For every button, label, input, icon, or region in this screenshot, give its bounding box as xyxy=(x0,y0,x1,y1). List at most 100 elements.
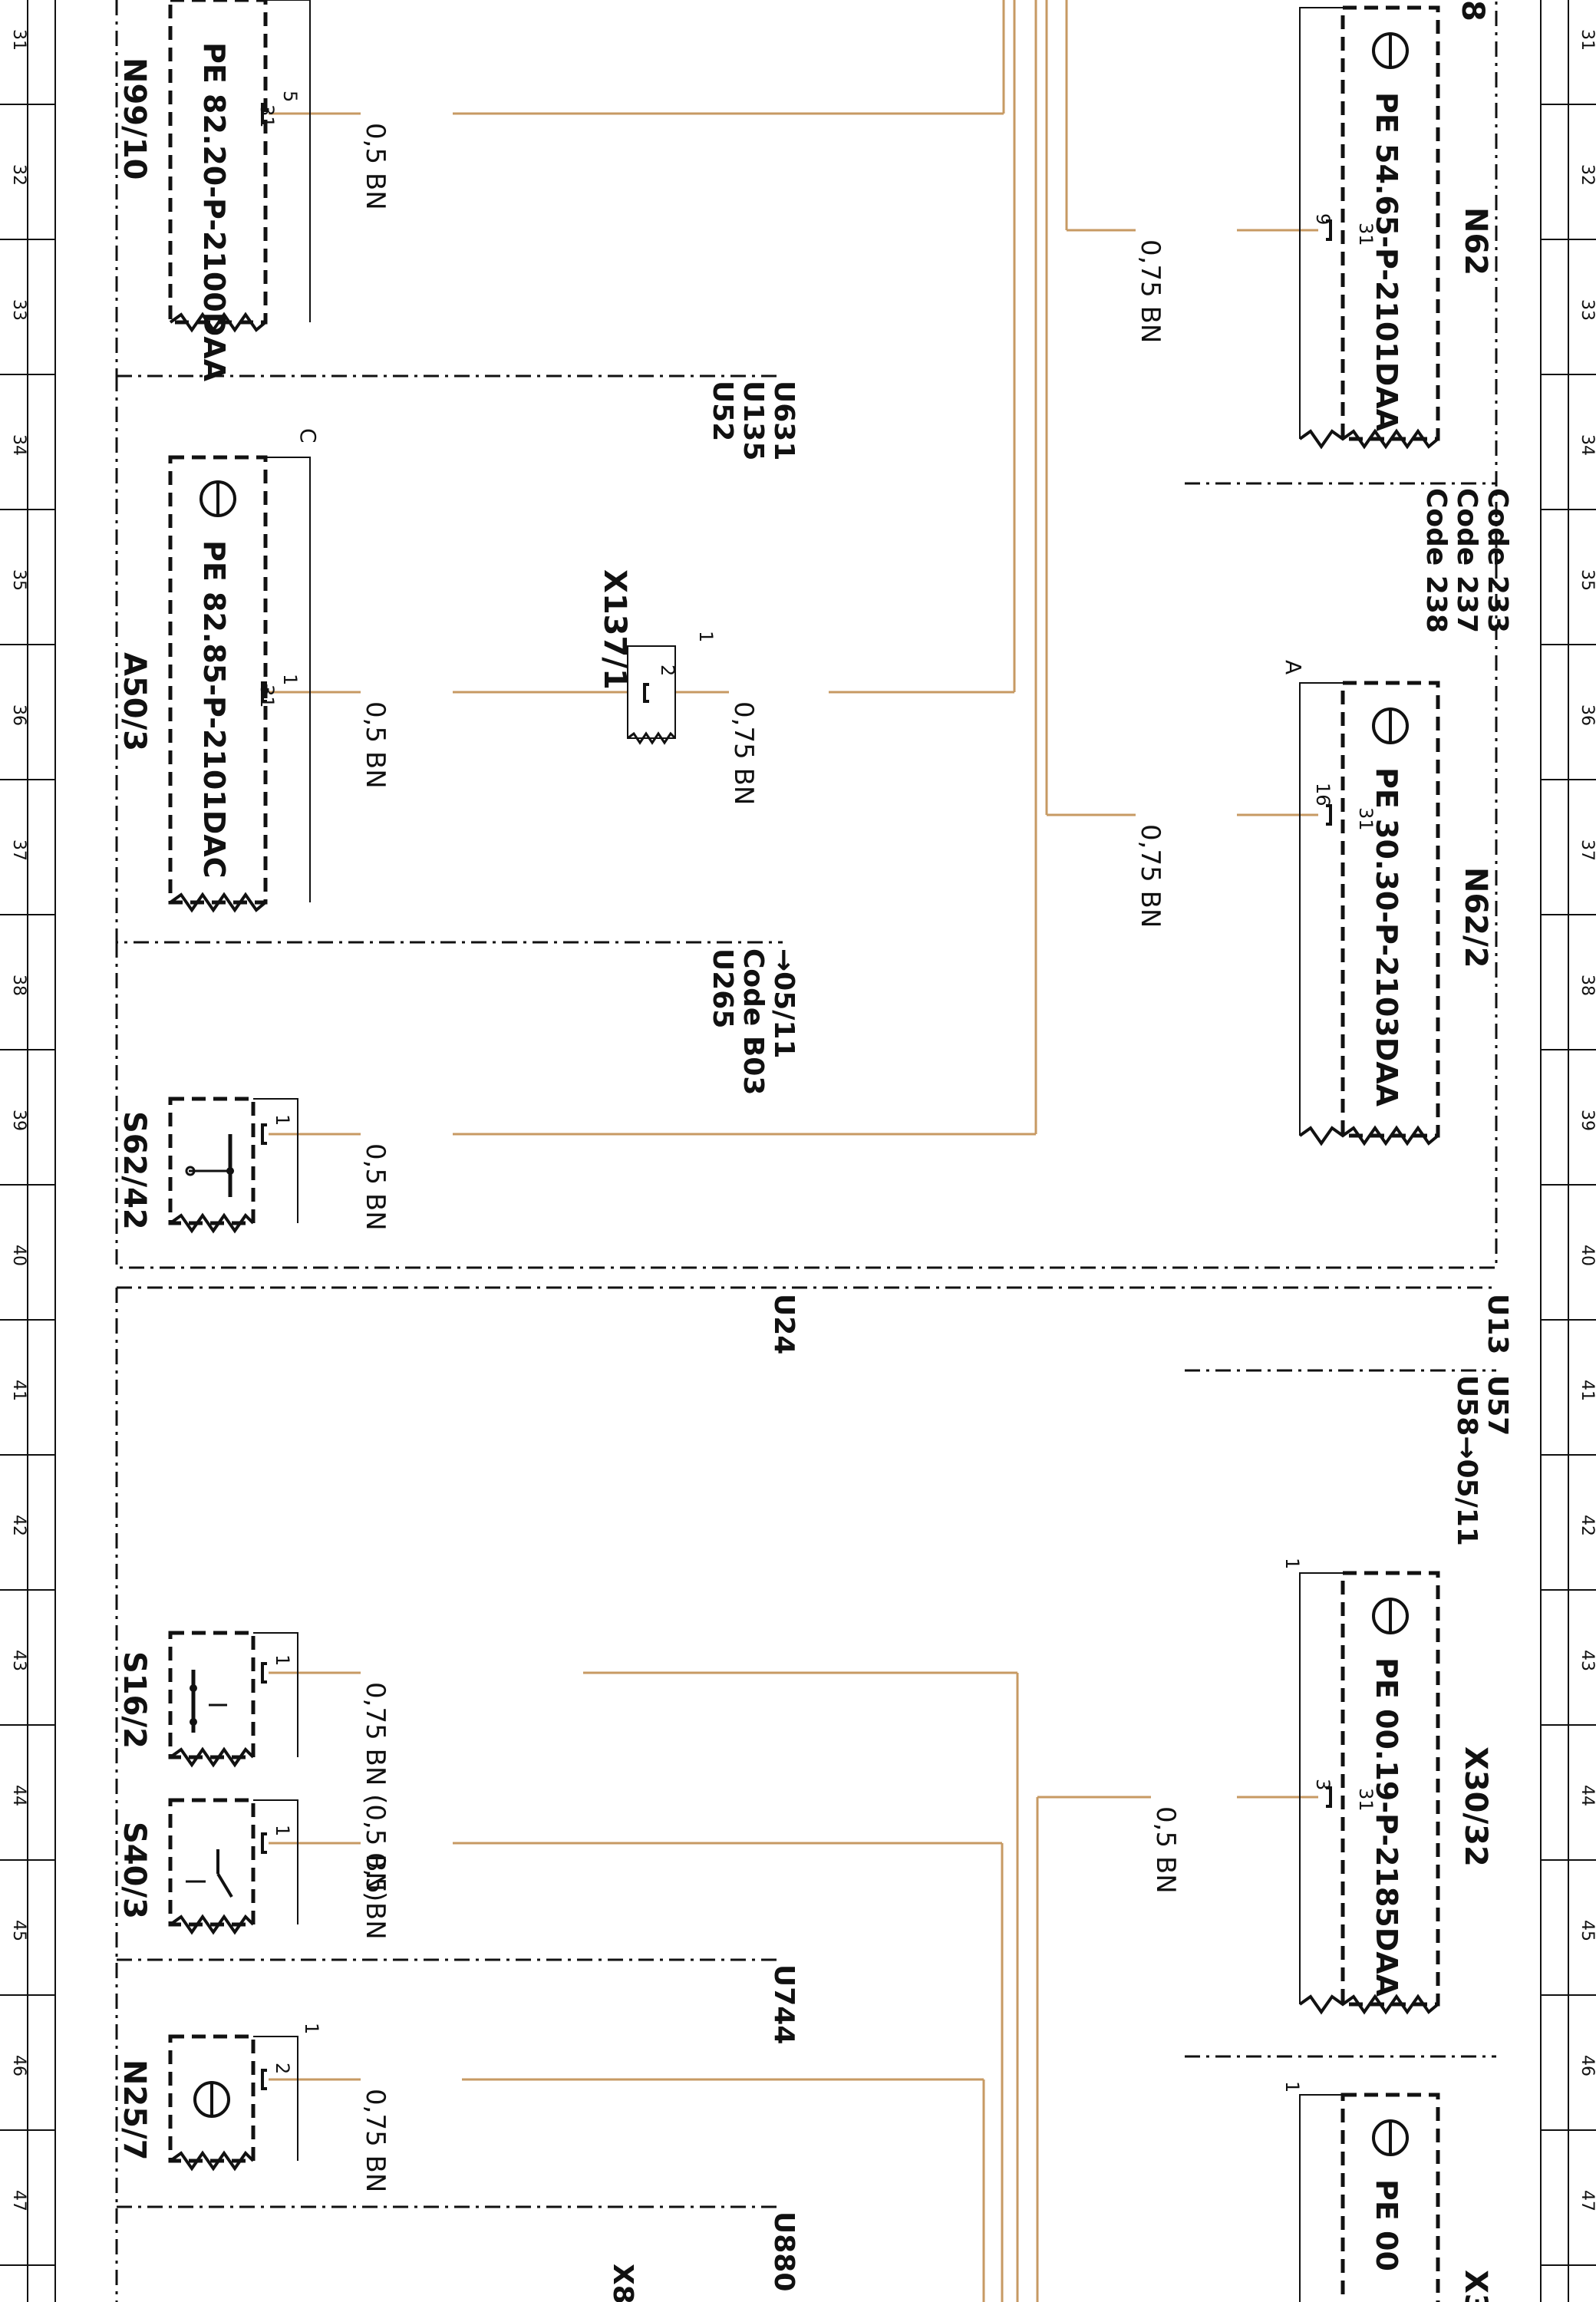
ruler-row-label: 46 xyxy=(9,2055,28,2076)
variant-u265: U265 xyxy=(707,948,738,1028)
ruler-row-label: 40 xyxy=(1578,1245,1596,1266)
component-a50-3[interactable]: A50/3 PE 82.85-P-2101DAC C 1 31 xyxy=(117,428,321,913)
ruler-row-label: 37 xyxy=(9,839,28,861)
variant-u135: U135 xyxy=(737,381,769,460)
component-id-s40-3: S40/3 xyxy=(117,1822,152,1919)
variant-u52: U52 xyxy=(707,381,738,441)
wire-label-n62: 0,75 BN xyxy=(1135,239,1166,343)
ruler-row-label: 39 xyxy=(1578,1110,1596,1131)
ruler-row-label: 36 xyxy=(9,704,28,726)
ground-pin-a50-3: 31 xyxy=(256,684,278,708)
wire-label-s40-3: 0,5 BN xyxy=(360,1852,391,1940)
variant-frames xyxy=(115,0,1498,2302)
connector-a50-3: C xyxy=(295,428,321,444)
wire-label-n25-7: 0,75 BN xyxy=(360,2089,391,2192)
wire-label-x30-32: 0,5 BN xyxy=(1150,1806,1181,1894)
ground-ref-x3-partial: PE 00 xyxy=(1370,2179,1403,2271)
variant-u631: U631 xyxy=(768,381,800,460)
pin-s62-42: 1 xyxy=(272,1114,293,1126)
connector-pin-a-x137-1: 1 xyxy=(695,631,717,642)
component-id-n62: N62 xyxy=(1458,207,1493,275)
variant-code-238: Code 238 xyxy=(1420,488,1452,633)
ground-pin-x30-32: 31 xyxy=(1355,1788,1377,1812)
pin-n62-2: 16 xyxy=(1312,783,1334,806)
wire-label-a50-3-left: 0,5 BN xyxy=(360,701,391,789)
pin-n99-10: 5 xyxy=(279,91,301,102)
component-n99-10[interactable]: N99/10 PE 82.20-P-2100DAA 5 31 xyxy=(117,0,311,382)
wire-label-n62-2: 0,75 BN xyxy=(1135,824,1166,928)
connector-pin-b-x137-1: 2 xyxy=(657,665,678,676)
variant-arrow-0511-a: →05/11 xyxy=(768,948,800,1059)
component-n62[interactable]: 8 N62 PE 54.65-P-2101DAA 9 31 xyxy=(1298,0,1493,450)
ruler-row-label: 35 xyxy=(1578,569,1596,591)
ruler-row-label: 44 xyxy=(1578,1785,1596,1806)
ruler-row-label: 31 xyxy=(1578,29,1596,51)
connector-x3-partial: 1 xyxy=(1281,2081,1303,2093)
ruler-row-label: 43 xyxy=(9,1650,28,1671)
ground-ref-a50-3: PE 82.85-P-2101DAC xyxy=(197,540,231,879)
component-id-a50-3: A50/3 xyxy=(117,652,152,751)
wires xyxy=(269,0,1318,2302)
ruler-row-label: 33 xyxy=(1578,299,1596,321)
wire-label-a50-3-right: 0,75 BN xyxy=(728,701,759,805)
variant-labels: U631 U135 U52 →05/11 Code B03 U265 Code … xyxy=(607,381,1513,2302)
pin-n25-7: 2 xyxy=(272,2063,293,2074)
ground-ref-x30-32: PE 00.19-P-2185DAA xyxy=(1370,1657,1403,1997)
variant-u744: U744 xyxy=(768,1964,800,2044)
ruler-row-label: 39 xyxy=(9,1110,28,1131)
ruler-row-label: 47 xyxy=(9,2190,28,2211)
ruler-row-label: 31 xyxy=(9,29,28,51)
ruler-row-label: 34 xyxy=(9,434,28,456)
ruler-row-label: 44 xyxy=(9,1785,28,1806)
component-s62-42[interactable]: S62/42 1 xyxy=(117,1097,298,1234)
ruler-row-label: 35 xyxy=(9,569,28,591)
pin-s40-3: 1 xyxy=(272,1825,293,1836)
ruler-row-label: 40 xyxy=(9,1245,28,1266)
pin-a50-3: 1 xyxy=(279,674,301,685)
wire-label-group: 0,5 BN 0,75 BN 0,5 BN 0,75 BN 0,75 BN 0,… xyxy=(360,123,1181,2192)
wire-label-s16-2: 0,75 BN (0,5 BN) xyxy=(360,1682,391,1901)
connector-x30-32: 1 xyxy=(1281,1558,1303,1569)
component-id-s62-42: S62/42 xyxy=(117,1111,152,1230)
component-s40-3[interactable]: S40/3 1 xyxy=(117,1798,298,1935)
connector-n25-7: 1 xyxy=(301,2023,322,2034)
variant-u13: U13 xyxy=(1482,1294,1513,1354)
component-x30-32[interactable]: X30/32 PE 00.19-P-2185DAA 1 3 31 xyxy=(1281,1558,1493,2015)
ruler-row-label: 41 xyxy=(9,1380,28,1401)
ground-pin-n62: 31 xyxy=(1355,223,1377,246)
ground-ref-n99-10: PE 82.20-P-2100DAA xyxy=(197,42,231,382)
ruler-row-label: 38 xyxy=(9,975,28,996)
ruler-row-label: 42 xyxy=(1578,1515,1596,1536)
component-x3-partial[interactable]: X3 PE 00 1 xyxy=(1281,2081,1493,2302)
component-id-x3-partial: X3 xyxy=(1458,2270,1493,2302)
variant-u57: U57 xyxy=(1482,1375,1513,1436)
ruler-row-label: 32 xyxy=(1578,164,1596,186)
variant-code-233: Code 233 xyxy=(1482,488,1513,633)
ruler-row-label: 47 xyxy=(1578,2190,1596,2211)
ground-pin-n62-2: 31 xyxy=(1355,807,1377,831)
wire-label-n99-10: 0,5 BN xyxy=(360,123,391,210)
component-id-n25-7: N25/7 xyxy=(117,2060,152,2161)
variant-u58: U58→05/11 xyxy=(1451,1375,1482,1546)
ruler-left xyxy=(27,0,56,2302)
connector-id-x137-1: X137/1 xyxy=(597,569,632,690)
ruler-row-label: 46 xyxy=(1578,2055,1596,2076)
component-id-x30-32: X30/32 xyxy=(1458,1746,1493,1867)
connector-x137-1[interactable]: X137/1 1 2 xyxy=(597,569,717,745)
ruler-row-label: 37 xyxy=(1578,839,1596,861)
variant-x8-partial: X8 xyxy=(607,2264,638,2302)
component-s16-2[interactable]: S16/2 1 xyxy=(117,1631,298,1768)
component-n25-7[interactable]: N25/7 1 2 xyxy=(117,2023,322,2172)
ruler-row-label: 32 xyxy=(9,164,28,186)
component-n62-2[interactable]: N62/2 PE 30.30-P-2103DAA A 16 31 xyxy=(1281,660,1493,1146)
variant-u880: U880 xyxy=(768,2211,800,2291)
ruler-row-label: 34 xyxy=(1578,434,1596,456)
component-id-s16-2: S16/2 xyxy=(117,1651,152,1749)
pin-s16-2: 1 xyxy=(272,1654,293,1666)
ground-ref-n62: PE 54.65-P-2101DAA xyxy=(1370,92,1403,432)
variant-code-b03: Code B03 xyxy=(737,948,769,1095)
ruler-row-label: 33 xyxy=(9,299,28,321)
ruler-row-label: 36 xyxy=(1578,704,1596,726)
ground-ref-n62-2: PE 30.30-P-2103DAA xyxy=(1370,767,1403,1107)
